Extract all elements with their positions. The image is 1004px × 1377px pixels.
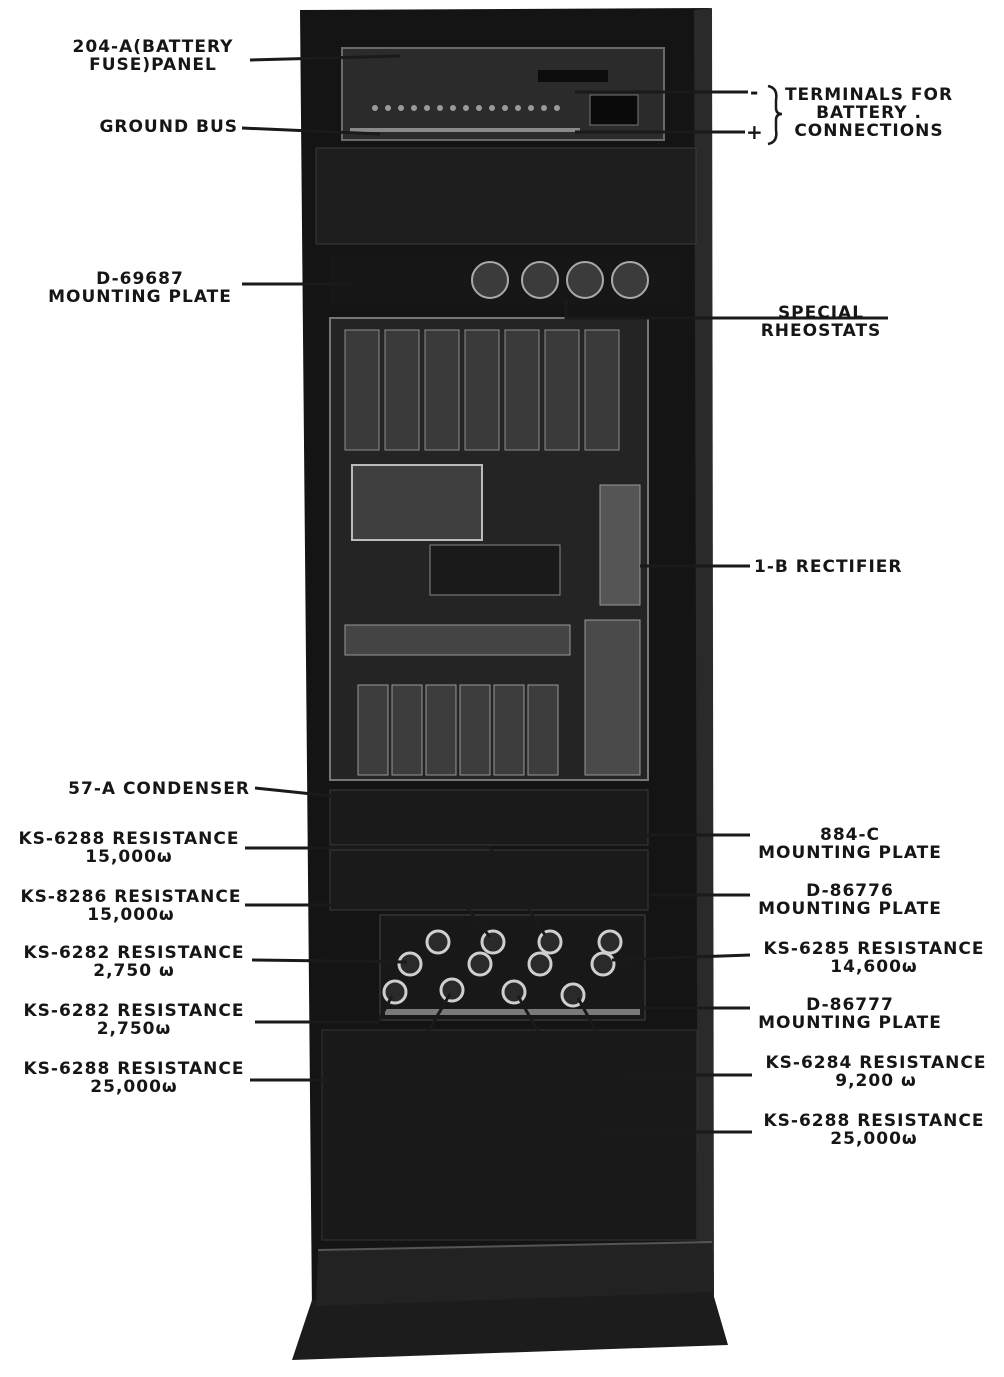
label-line: SPECIAL (777, 303, 865, 323)
label-line: KS-8286 RESISTANCE (20, 887, 242, 907)
label-ks6284: KS-6284 RESISTANCE 9,200 ω (752, 1054, 1000, 1090)
leader-fuse-panel (249, 54, 401, 62)
label-line: KS-6288 RESISTANCE (18, 829, 240, 849)
label-ks6288-left-bottom: KS-6288 RESISTANCE 25,000ω (14, 1060, 254, 1096)
cabinet-right-edge (694, 8, 714, 1300)
resistance-terminals-upper (425, 929, 623, 955)
label-ground-bus: GROUND BUS (99, 117, 238, 137)
resistance-terminals-middle (397, 951, 616, 977)
label-rectifier: 1-B RECTIFIER (754, 557, 903, 577)
base-seam (317, 1241, 713, 1251)
label-line: MOUNTING PLATE (758, 843, 942, 863)
leader-lines (241, 54, 888, 1134)
label-ks6282-b: KS-6282 RESISTANCE 2,750ω (12, 1002, 256, 1038)
capacitor-bank (357, 684, 559, 776)
fuse-panel-window (589, 94, 639, 126)
label-terminals: TERMINALS FOR BATTERY . CONNECTIONS (780, 86, 958, 140)
label-line: 25,000ω (90, 1077, 178, 1097)
label-line: KS-6288 RESISTANCE (23, 1059, 245, 1079)
label-line: MOUNTING PLATE (758, 1013, 942, 1033)
leader-ks6288-right (516, 995, 752, 1134)
label-884c: 884-C MOUNTING PLATE (750, 826, 950, 862)
label-d86777: D-86777 MOUNTING PLATE (750, 996, 950, 1032)
cabinet-base-top (316, 1242, 714, 1306)
rectifier-terminal-board (429, 544, 561, 596)
label-line: 15,000ω (85, 847, 173, 867)
label-line: CONNECTIONS (794, 121, 944, 141)
label-line: 9,200 ω (835, 1071, 917, 1091)
cabinet-base (292, 1290, 728, 1360)
lower-blank-panel (321, 1029, 698, 1241)
label-ks6282-a: KS-6282 RESISTANCE 2,750 ω (12, 944, 256, 980)
equipment-cabinet (292, 8, 728, 1360)
fuse-panel-plate (341, 47, 665, 141)
special-rheostat-knobs (471, 261, 649, 299)
label-line: 25,000ω (830, 1129, 918, 1149)
leader-ks6282-b (255, 995, 394, 1024)
label-ks6285: KS-6285 RESISTANCE 14,600ω (752, 940, 996, 976)
label-special-rheostats: SPECIAL RHEOSTATS (752, 304, 890, 340)
label-line: KS-6288 RESISTANCE (763, 1111, 985, 1131)
terminal-plus-sign: + (746, 120, 763, 144)
label-line: MOUNTING PLATE (48, 287, 232, 307)
label-line: RHEOSTATS (760, 321, 882, 341)
leader-ks6285 (611, 953, 751, 962)
label-line: 2,750ω (96, 1019, 172, 1039)
mounting-plate-d86776 (329, 849, 649, 911)
leader-condenser (254, 786, 371, 802)
rectifier-bar (344, 624, 571, 656)
label-line: BATTERY . (816, 103, 922, 123)
terminals-brace (767, 84, 783, 146)
leader-ks6288-top (245, 846, 547, 936)
label-line: 14,600ω (830, 957, 918, 977)
leader-ks6284 (576, 997, 752, 1077)
label-ks6288-top: KS-6288 RESISTANCE 15,000ω (8, 830, 250, 866)
rectifier-unit (599, 484, 641, 606)
fuse-panel-slot (538, 70, 608, 82)
label-line: TERMINALS FOR (784, 85, 954, 105)
label-line: KS-6285 RESISTANCE (763, 939, 985, 959)
leader-ks6288-left (250, 993, 452, 1082)
leader-ground-bus (241, 126, 381, 136)
transformer-block (351, 464, 483, 541)
mounting-plate-884c (329, 789, 649, 846)
label-ks6288-right-bottom: KS-6288 RESISTANCE 25,000ω (752, 1112, 996, 1148)
fuse-row (372, 105, 560, 111)
label-line: KS-6282 RESISTANCE (23, 1001, 245, 1021)
label-line: 884-C (819, 825, 881, 845)
label-line: 2,750 ω (93, 961, 175, 981)
label-d69687: D-69687 MOUNTING PLATE (35, 270, 245, 306)
label-line: FUSE)PANEL (89, 55, 217, 75)
label-fuse-panel: 204-A(BATTERY FUSE)PANEL (58, 38, 248, 74)
label-line: KS-6284 RESISTANCE (765, 1053, 987, 1073)
label-ks6286: KS-8286 RESISTANCE 15,000ω (10, 888, 252, 924)
label-line: MOUNTING PLATE (758, 899, 942, 919)
label-d86776: D-86776 MOUNTING PLATE (750, 882, 950, 918)
label-line: KS-6282 RESISTANCE (23, 943, 245, 963)
relay-bank (344, 329, 620, 451)
label-line: 15,000ω (87, 905, 175, 925)
side-unit (584, 619, 641, 776)
leader-rheostats (564, 300, 888, 320)
leader-ks6282-a (251, 958, 408, 964)
terminal-minus-sign: - (750, 80, 759, 104)
leader-ks6286 (245, 903, 492, 938)
label-line: D-69687 (96, 269, 184, 289)
label-line: D-86776 (806, 881, 894, 901)
label-line: D-86777 (806, 995, 894, 1015)
blank-panel-1 (315, 147, 697, 245)
label-line: 204-A(BATTERY (72, 37, 234, 57)
label-condenser: 57-A CONDENSER (68, 779, 250, 799)
